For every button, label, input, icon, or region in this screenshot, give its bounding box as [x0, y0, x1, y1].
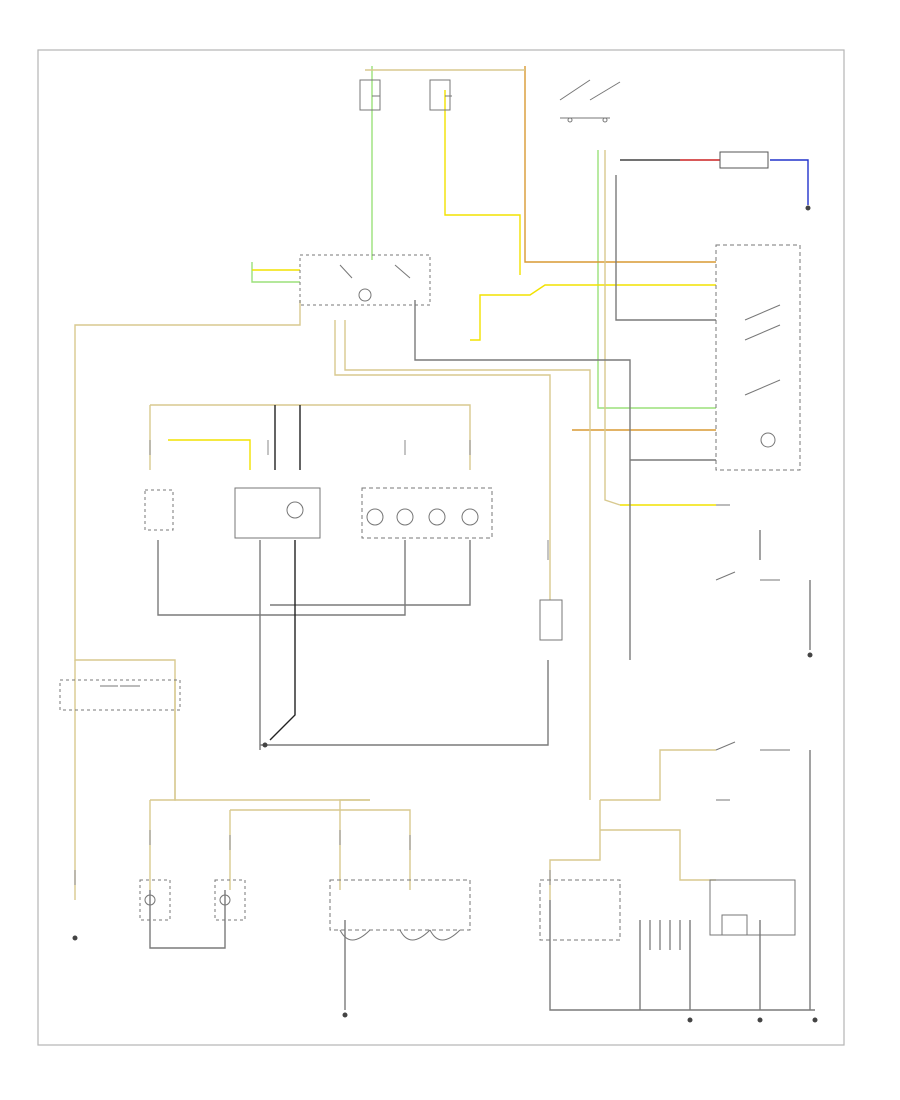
wire-tan-6 — [150, 404, 471, 470]
instrument-cluster — [234, 487, 493, 539]
ground-icon-top-right — [805, 205, 811, 211]
lighting-switch — [299, 254, 431, 306]
wire-yellow-2 — [470, 284, 716, 341]
fuse-block-top — [359, 79, 452, 111]
control-unit — [539, 879, 621, 941]
wire-blue-1 — [770, 159, 809, 205]
wire-yellow-3 — [168, 439, 251, 470]
ignition-switch — [559, 79, 621, 123]
wire-tan-8 — [334, 320, 551, 600]
wire-gray-6 — [260, 660, 549, 746]
ground-icon-lower-left — [72, 935, 78, 941]
license-lamps — [139, 879, 246, 921]
diagram-border — [37, 49, 845, 1046]
relay-block — [329, 879, 471, 941]
components — [59, 79, 801, 950]
wire-yellow-1 — [444, 90, 521, 275]
wire-tan-13 — [549, 800, 601, 900]
wire-gray-9 — [149, 890, 226, 949]
ground-icon-right-1 — [807, 652, 813, 658]
wire-tan-16 — [604, 150, 621, 506]
ground-icon-middle — [262, 742, 268, 748]
ground-icon-bottom-left — [342, 1012, 348, 1018]
dimmer-module — [144, 489, 174, 531]
wire-tan-15 — [600, 829, 716, 881]
grounds — [72, 205, 818, 1023]
right-switches — [715, 504, 790, 801]
wire-gray-1 — [414, 300, 631, 660]
wire-green-3 — [251, 262, 300, 283]
wire-gray-3 — [157, 540, 406, 616]
glove-box-light — [539, 599, 563, 641]
wire-green-2 — [597, 150, 716, 409]
wire-tan-10 — [230, 809, 411, 890]
wire-gray-10 — [549, 900, 815, 1011]
bottom-right-module — [649, 879, 796, 950]
fuse-ticks — [74, 440, 551, 885]
ground-icon-bottom-1 — [687, 1017, 693, 1023]
wire-tan-9 — [344, 320, 591, 800]
ground-icon-bottom-2 — [757, 1017, 763, 1023]
combination-switch — [715, 244, 801, 471]
wire-tan-14 — [600, 749, 716, 801]
wire-tan-12 — [339, 799, 370, 890]
wire-tan-3 — [174, 680, 370, 801]
wire-tan-2 — [74, 300, 301, 801]
wire-black-3 — [269, 540, 296, 741]
ground-icon-bottom-3 — [812, 1017, 818, 1023]
wire-gray-4 — [270, 540, 471, 606]
resistor-top-right — [719, 151, 769, 169]
license-light-switch — [59, 679, 181, 711]
wire-orange-1 — [524, 66, 716, 263]
wire-gray-7 — [615, 175, 716, 321]
